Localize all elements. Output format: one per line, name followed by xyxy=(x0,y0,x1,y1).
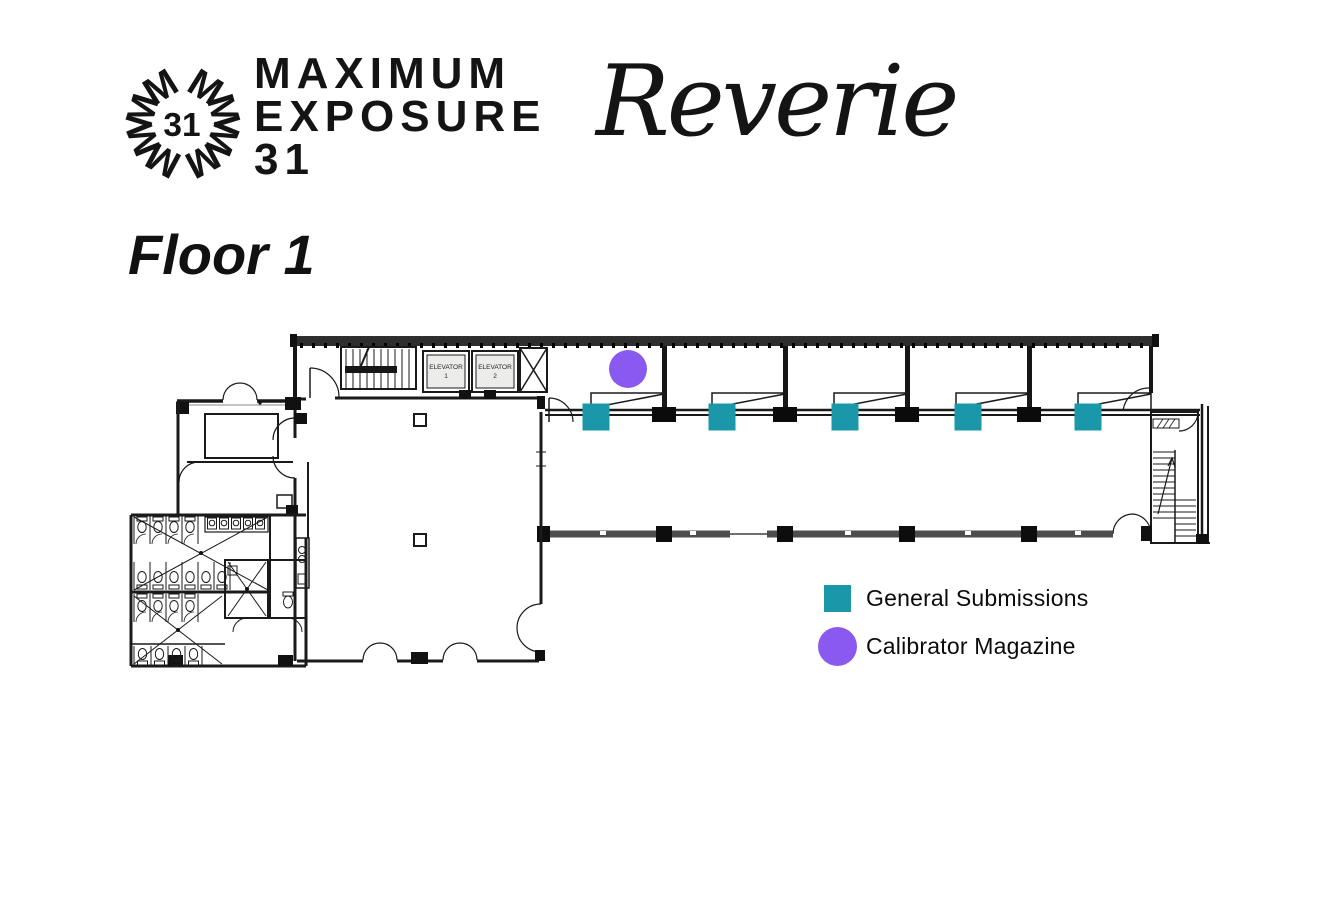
lobby-left-wall xyxy=(293,344,297,402)
elevator-2-number: 2 xyxy=(493,373,497,380)
legend-label-general-submissions: General Submissions xyxy=(866,584,1089,611)
elevator-1 xyxy=(422,350,470,393)
general-submissions-marker xyxy=(1074,403,1102,431)
floor-title: Floor 1 xyxy=(128,223,315,286)
lobby-stair xyxy=(340,346,417,390)
logo-starburst-icon: M M M M M M M M 31 xyxy=(118,61,249,187)
shaft xyxy=(519,347,548,393)
logo-word-3: 31 xyxy=(254,135,315,184)
logo-mark-number: 31 xyxy=(163,107,200,144)
logo-word-1: MAXIMUM xyxy=(254,49,512,98)
calibrator-magazine-marker xyxy=(609,350,647,388)
band-ticks xyxy=(300,343,1143,348)
legend-item-calibrator-magazine: Calibrator Magazine xyxy=(816,624,1088,668)
elevator-1-number: 1 xyxy=(444,373,448,380)
general-submissions-marker xyxy=(708,403,736,431)
plan-walls xyxy=(129,334,1210,668)
logo-word-2: EXPOSURE xyxy=(254,92,547,141)
column xyxy=(413,533,427,547)
general-submissions-marker xyxy=(582,403,610,431)
general-submissions-marker xyxy=(831,403,859,431)
logo: M M M M M M M M 31 MAXIMUM EXPOSURE 31 xyxy=(108,46,547,198)
elevator-2-label: ELEVATOR xyxy=(478,364,512,371)
table xyxy=(204,413,279,459)
general-submissions-marker xyxy=(954,403,982,431)
bay5-door-arc xyxy=(1122,387,1150,412)
calibrator-magazine-swatch xyxy=(817,626,857,666)
legend-label-calibrator-magazine: Calibrator Magazine xyxy=(866,632,1076,659)
lobby-door-arc xyxy=(309,367,340,399)
sink-counter xyxy=(204,516,269,533)
brand-reverie: Reverie xyxy=(596,45,959,159)
top-wall-band xyxy=(293,336,1159,346)
legend: General Submissions Calibrator Magazine xyxy=(816,576,1088,672)
general-submissions-swatch xyxy=(823,584,851,612)
markers-layer xyxy=(582,350,1102,431)
toilet-room xyxy=(269,559,307,619)
legend-item-general-submissions: General Submissions xyxy=(816,576,1088,620)
column xyxy=(413,413,427,427)
fountain-niche xyxy=(295,537,310,589)
elevator-1-label: ELEVATOR xyxy=(429,364,463,371)
